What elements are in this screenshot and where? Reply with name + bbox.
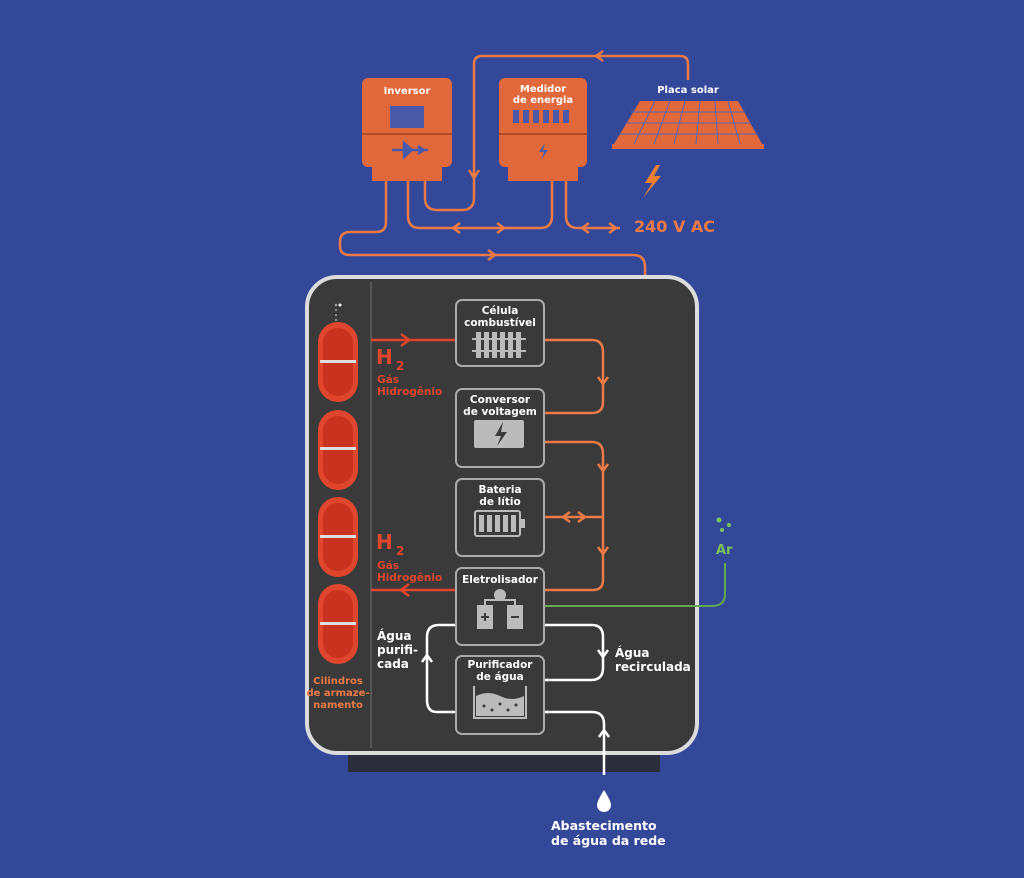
cylinders-label-2: de armaze-: [306, 688, 369, 699]
purified-water-2: purifi-: [377, 643, 418, 657]
inverter: Inversor: [362, 78, 452, 181]
electrolyser-label: Eletrolisador: [462, 574, 539, 586]
solar-label: Placa solar: [657, 85, 719, 96]
h2-top-symbol: H: [376, 345, 393, 369]
h2-top-line1: Gás: [377, 374, 399, 386]
unit-base: [348, 750, 660, 772]
inverter-display-icon: [390, 106, 424, 128]
fuel-cell-label-1: Célula: [482, 305, 519, 317]
cylinder: [318, 584, 358, 664]
storage-cylinders: [318, 322, 358, 664]
h2-bottom-line2: Hidrogênio: [377, 572, 442, 584]
converter-label-2: de voltagem: [463, 406, 537, 418]
inverter-symbol-icon: [392, 140, 428, 160]
supply-label-2: de água da rede: [551, 833, 666, 848]
purified-water-3: cada: [377, 657, 409, 671]
purifier-label-1: Purificador: [468, 659, 534, 671]
battery-label-2: de lítio: [479, 496, 520, 508]
h2-top-subscript: 2: [396, 359, 404, 373]
battery-label-1: Bateria: [478, 484, 521, 496]
cylinders-label-1: Cilindros: [313, 676, 363, 687]
water-wiring: [420, 623, 611, 775]
electrolyser-icon: [477, 589, 523, 629]
solar-panel: Placa solar: [612, 85, 764, 149]
recirculated-water-1: Água: [615, 645, 650, 660]
water-purifier-box: Purificador de água: [455, 655, 545, 735]
energy-meter: Medidor de energia: [499, 78, 587, 181]
electrolyser-box: Eletrolisador: [455, 567, 545, 646]
inverter-label: Inversor: [384, 86, 431, 97]
air-line: [544, 563, 726, 607]
h2-bottom-symbol: H: [376, 530, 393, 554]
meter-digits-icon: [513, 110, 569, 123]
battery-icon: [474, 510, 525, 537]
fuel-cell-stack-icon: [472, 332, 526, 358]
cylinder: [318, 322, 358, 402]
cylinder: [318, 410, 358, 490]
air-label: Ar: [716, 543, 733, 558]
internal-wiring: [544, 338, 610, 592]
air-bubbles-icon: [716, 517, 731, 532]
fuel-cell-box: Célula combustível: [455, 299, 545, 367]
h2-top-line2: Hidrogênio: [377, 386, 442, 398]
h2-bottom-line1: Gás: [377, 560, 399, 572]
cylinders-label-3: namento: [313, 700, 363, 711]
voltage-label: 240 V AC: [634, 217, 715, 236]
converter-label-1: Conversor: [470, 394, 531, 406]
water-drop-icon: [597, 790, 611, 812]
lightning-icon: [539, 143, 548, 160]
recirculated-water-2: recirculada: [615, 660, 691, 674]
lithium-battery-box: Bateria de lítio: [455, 478, 545, 557]
h2-bottom-subscript: 2: [396, 544, 404, 558]
purifier-label-2: de água: [476, 671, 523, 683]
lightning-bolt-icon: [643, 165, 661, 198]
indicator-lights: [334, 303, 342, 321]
water-filter-icon: [473, 686, 527, 719]
fuel-cell-label-2: combustível: [464, 317, 536, 329]
meter-label-2: de energia: [513, 95, 573, 106]
meter-label-1: Medidor: [520, 84, 566, 95]
voltage-converter-box: Conversor de voltagem: [455, 388, 545, 468]
cylinder: [318, 497, 358, 577]
purified-water-1: Água: [377, 628, 412, 643]
supply-label-1: Abastecimento: [551, 818, 657, 833]
